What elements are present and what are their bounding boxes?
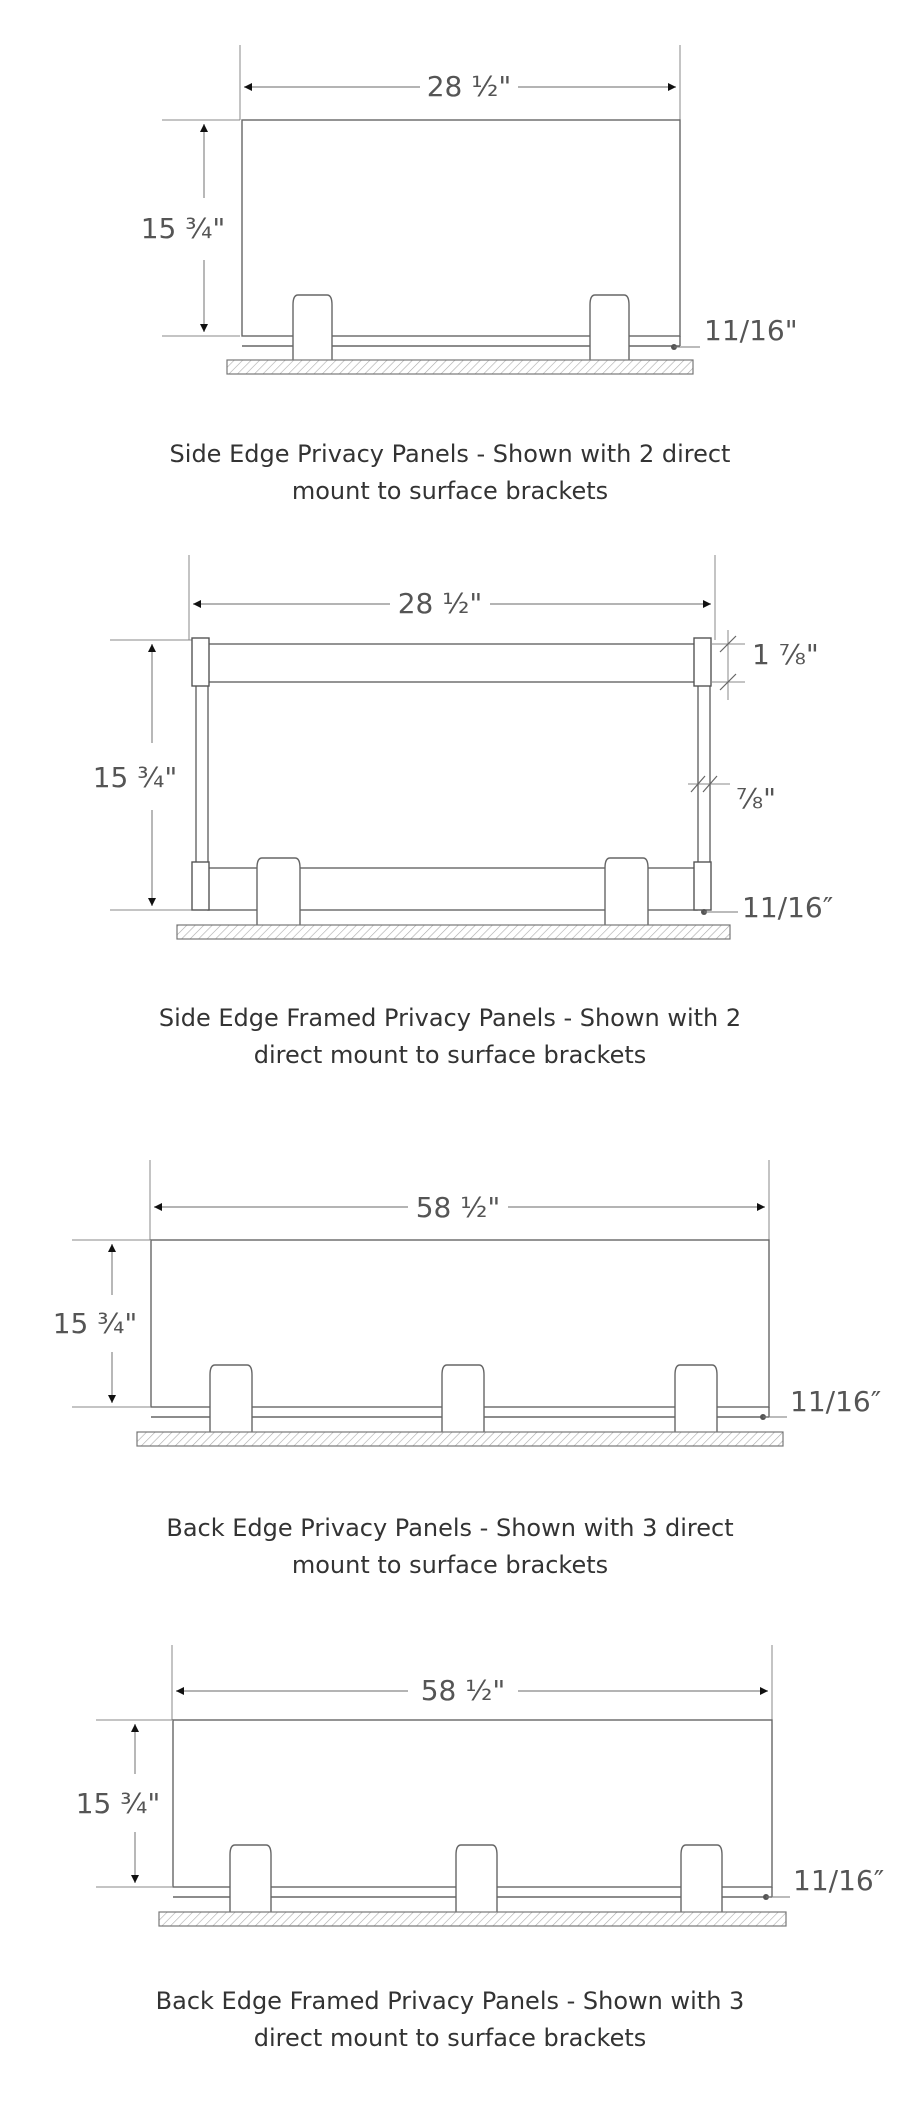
mounting-surface — [176, 924, 731, 940]
height-label: 15 ¾" — [141, 212, 226, 245]
height-label: 15 ¾" — [76, 1787, 161, 1820]
glass-panel — [241, 119, 681, 337]
caption-line: direct mount to surface brackets — [253, 1041, 647, 1069]
diagram-back-edge-framed-panel: 58 ½" 15 ¾" 11/16″ — [76, 1645, 884, 1927]
frame-height-label: 1 ⅞" — [752, 638, 819, 671]
width-label: 58 ½" — [421, 1674, 506, 1707]
caption-back-edge-panel: Back Edge Privacy Panels - Shown with 3 … — [0, 1510, 900, 1584]
caption-line: Side Edge Privacy Panels - Shown with 2 … — [169, 440, 731, 468]
top-rail — [207, 643, 698, 683]
mounting-surface — [136, 1431, 784, 1447]
bracket-1 — [229, 1844, 272, 1912]
caption-back-edge-framed-panel: Back Edge Framed Privacy Panels - Shown … — [0, 1983, 900, 2057]
thickness-label: 11/16" — [704, 314, 798, 347]
bracket-3 — [680, 1844, 723, 1912]
bracket-1 — [256, 857, 301, 925]
caption-line: mount to surface brackets — [291, 1551, 609, 1579]
width-label: 58 ½" — [416, 1191, 501, 1224]
bracket-2 — [604, 857, 649, 925]
gap-label: ⅞" — [736, 782, 776, 815]
corner-cap-bottom-right — [693, 861, 712, 911]
diagram-side-edge-panel: 28 ½" 15 ¾" 11/16" — [141, 45, 798, 375]
caption-line: direct mount to surface brackets — [253, 2024, 647, 2052]
corner-cap-bottom-left — [191, 861, 210, 911]
corner-cap-top-left — [191, 637, 210, 687]
caption-line: Side Edge Framed Privacy Panels - Shown … — [158, 1004, 742, 1032]
bracket-2 — [455, 1844, 498, 1912]
thickness-label: 11/16″ — [790, 1385, 881, 1418]
bracket-3 — [674, 1364, 718, 1432]
thickness-label: 11/16″ — [742, 891, 833, 924]
mounting-surface — [158, 1911, 787, 1927]
mounting-surface — [226, 359, 694, 375]
bracket-2 — [589, 294, 630, 360]
bracket-2 — [441, 1364, 485, 1432]
caption-line: mount to surface brackets — [291, 477, 609, 505]
corner-cap-top-right — [693, 637, 712, 687]
diagram-side-edge-framed-panel: 28 ½" 15 ¾" 1 ⅞" ⅞" — [93, 555, 833, 940]
caption-side-edge-panel: Side Edge Privacy Panels - Shown with 2 … — [0, 436, 900, 510]
thickness-label: 11/16″ — [793, 1864, 884, 1897]
caption-side-edge-framed-panel: Side Edge Framed Privacy Panels - Shown … — [0, 1000, 900, 1074]
right-post — [697, 681, 711, 869]
width-label: 28 ½" — [398, 587, 483, 620]
height-label: 15 ¾" — [53, 1307, 138, 1340]
width-label: 28 ½" — [427, 70, 512, 103]
height-label: 15 ¾" — [93, 761, 178, 794]
bracket-1 — [209, 1364, 253, 1432]
bracket-1 — [292, 294, 333, 360]
caption-line: Back Edge Privacy Panels - Shown with 3 … — [166, 1514, 734, 1542]
left-post — [195, 681, 209, 869]
caption-line: Back Edge Framed Privacy Panels - Shown … — [155, 1987, 745, 2015]
diagram-back-edge-panel: 58 ½" 15 ¾" 11/16″ — [53, 1160, 881, 1447]
